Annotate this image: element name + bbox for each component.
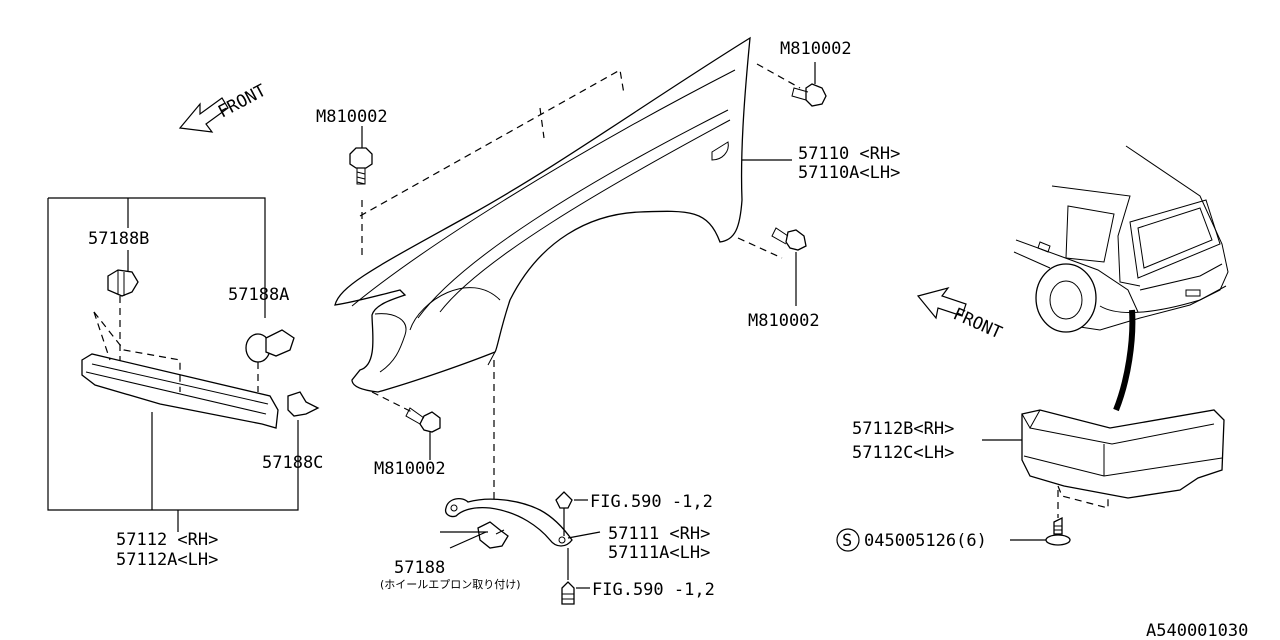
bolt-icon (405, 407, 441, 433)
clip-icon (107, 269, 139, 297)
rear-bumper-side-molding (1021, 409, 1225, 499)
label-57188a: 57188A (228, 285, 289, 305)
label-57110a-lh: 57110A<LH> (798, 163, 900, 183)
label-57111a-lh: 57111A<LH> (608, 543, 710, 563)
front-label-right: FRONT (950, 304, 1005, 343)
label-fig590-top: FIG.590 -1,2 (590, 492, 713, 512)
diagram-id: A540001030 (1146, 621, 1248, 640)
label-57188b: 57188B (88, 229, 149, 249)
label-m810002-bottom: M810002 (374, 459, 446, 479)
clip-icon (287, 391, 320, 417)
label-57112b-rh: 57112B<RH> (852, 419, 954, 439)
label-57188-note: (ホイールエプロン取り付け) (380, 578, 521, 591)
vehicle-rear-view-icon (1013, 145, 1229, 333)
front-arrow-icon (916, 286, 967, 320)
label-57188c: 57188C (262, 453, 323, 473)
label-m810002-top-right: M810002 (780, 39, 852, 59)
label-fig590-bottom: FIG.590 -1,2 (592, 580, 715, 600)
fender-panel (334, 36, 751, 393)
screw-icon (1045, 516, 1071, 546)
label-57188: 57188 (394, 558, 445, 578)
front-label-top: FRONT (215, 81, 270, 123)
label-045005126: 045005126(6) (864, 531, 987, 551)
bolt-icon (791, 83, 827, 107)
screw-icon (555, 491, 573, 509)
clip-icon (477, 521, 509, 549)
wheel-apron-bracket (444, 497, 573, 547)
clip-icon (245, 329, 295, 363)
bolt-icon (771, 227, 807, 251)
label-57112a-lh: 57112A<LH> (116, 550, 218, 570)
screw-icon (561, 581, 575, 605)
bolt-icon (349, 147, 373, 185)
s-symbol-circle (836, 528, 860, 552)
label-57112c-lh: 57112C<LH> (852, 443, 954, 463)
front-arrow-icon (178, 97, 229, 133)
label-m810002-top-left: M810002 (316, 107, 388, 127)
label-m810002-mid-right: M810002 (748, 311, 820, 331)
label-57112-rh: 57112 <RH> (116, 530, 218, 550)
label-57110-rh: 57110 <RH> (798, 144, 900, 164)
label-57111-rh: 57111 <RH> (608, 524, 710, 544)
label-s-symbol: S (842, 531, 852, 551)
